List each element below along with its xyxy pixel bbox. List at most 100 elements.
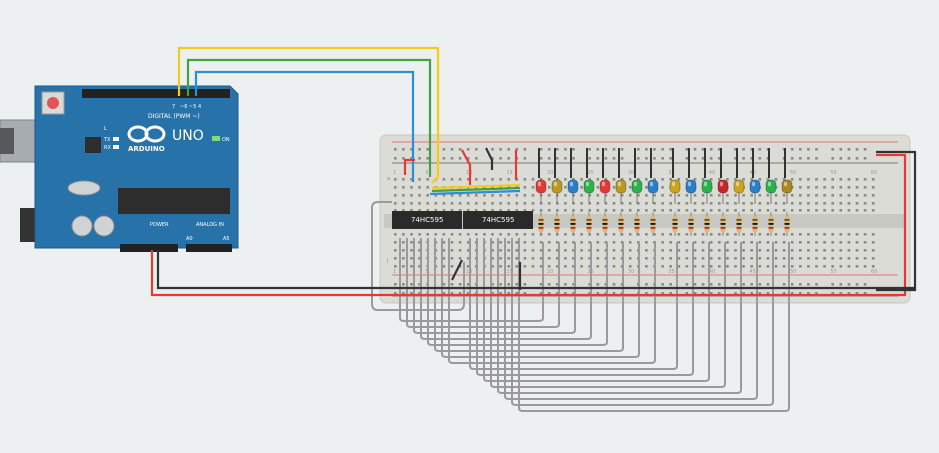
gray-wire[interactable] (490, 238, 726, 388)
breadboard-hole (677, 257, 681, 260)
breadboard-hole (782, 233, 786, 236)
breadboard-hole (766, 209, 770, 212)
led[interactable] (669, 179, 681, 194)
gray-wire[interactable] (518, 238, 790, 412)
breadboard-hole (661, 265, 664, 268)
resistor-band (768, 223, 774, 225)
led[interactable] (749, 179, 761, 194)
wire-rail-black-right[interactable] (876, 150, 917, 288)
gray-wire[interactable] (469, 238, 678, 370)
led[interactable] (535, 179, 547, 194)
arduino-uno-board[interactable]: DIGITAL (PWM ~) 7 ~6 ~5 4 UNO ARDUINO L … (0, 85, 239, 252)
signal-wires[interactable] (150, 46, 917, 297)
breadboard-hole (718, 148, 721, 151)
breadboard-hole (871, 257, 875, 260)
led[interactable] (615, 179, 627, 194)
breadboard-hole (677, 178, 681, 181)
breadboard-hole (685, 178, 689, 181)
reset-button-cap (47, 97, 59, 109)
breadboard-hole (677, 194, 681, 197)
breadboard-hole (823, 233, 826, 236)
breadboard-hole (604, 209, 608, 212)
led[interactable] (717, 179, 729, 194)
breadboard-hole (718, 265, 721, 268)
led[interactable] (781, 179, 793, 194)
breadboard-hole (434, 233, 438, 236)
wire-clock-green[interactable] (186, 58, 432, 177)
breadboard-hole (475, 178, 478, 181)
led[interactable] (685, 179, 697, 194)
wire-blue-jumper[interactable] (429, 189, 521, 196)
led-array[interactable] (535, 179, 793, 204)
breadboard-hole (580, 202, 583, 205)
breadboard-hole (774, 241, 778, 244)
breadboard-hole (515, 148, 519, 151)
breadboard-hole (458, 241, 462, 244)
resistor-array[interactable] (538, 212, 790, 236)
wire-red-chip1-vcc[interactable] (461, 149, 472, 185)
gray-wire[interactable] (399, 238, 544, 322)
gray-wire[interactable] (511, 238, 774, 406)
gray-wire[interactable] (504, 238, 758, 400)
led[interactable] (765, 179, 777, 194)
wire-black-chip1[interactable] (485, 147, 494, 170)
gray-wire[interactable] (413, 238, 576, 334)
led[interactable] (551, 179, 563, 194)
led[interactable] (567, 179, 579, 194)
breadboard-hole (491, 283, 494, 286)
breadboard-hole (847, 241, 851, 244)
breadboard-hole (588, 233, 591, 236)
gray-wire[interactable] (441, 238, 640, 358)
led[interactable] (583, 179, 595, 194)
breadboard-hole (823, 249, 826, 252)
pin-label-4: 4 (198, 104, 201, 110)
breadboard-hole (685, 265, 689, 268)
led[interactable] (733, 179, 745, 194)
wire-green-jumper[interactable] (431, 186, 521, 193)
wire-yellow-jumper[interactable] (431, 183, 521, 190)
breadboard-hole (758, 178, 762, 181)
wire-data-yellow[interactable] (177, 46, 440, 184)
breadboard-hole (564, 202, 567, 205)
gray-wire[interactable] (448, 238, 656, 364)
breadboard-hole (709, 257, 713, 260)
gray-wire[interactable] (476, 238, 694, 376)
breadboard-hole (580, 233, 583, 236)
breadboard-hole (572, 178, 575, 181)
led-ground-wires[interactable] (538, 148, 786, 178)
breadboard-hole (410, 233, 413, 236)
breadboard-hole (596, 292, 600, 295)
breadboard-hole (758, 257, 762, 260)
breadboard-hole (547, 209, 551, 212)
gray-wire-loop[interactable] (371, 201, 465, 311)
resistor-band (554, 219, 560, 221)
breadboard-hole (669, 265, 672, 268)
gray-wire[interactable] (427, 238, 608, 346)
led-highlight (671, 181, 676, 187)
resistor-band (650, 227, 656, 229)
wire-rail-red-short[interactable] (403, 158, 415, 175)
gray-wire[interactable] (434, 238, 624, 352)
breadboard-hole (653, 202, 656, 205)
breadboard-hole (418, 148, 421, 151)
shift-register-2[interactable]: 74HC595 (463, 211, 533, 229)
breadboard-hole (734, 292, 737, 295)
wire-5v-red[interactable] (150, 153, 907, 297)
led[interactable] (599, 179, 611, 194)
breadboard-hole (434, 194, 438, 197)
column-number-top: 20 (547, 170, 553, 176)
breadboard-hole (669, 194, 672, 197)
gray-wire[interactable] (483, 238, 710, 382)
breadboard-hole (556, 249, 559, 252)
led[interactable] (631, 179, 643, 194)
breadboard-hole (515, 233, 519, 236)
shift-register-1[interactable]: 74HC595 (392, 211, 462, 229)
gray-wire[interactable] (497, 238, 742, 394)
led[interactable] (647, 179, 659, 194)
gray-wires[interactable] (371, 201, 790, 412)
wire-latch-blue[interactable] (194, 70, 415, 182)
breadboard-hole (855, 241, 859, 244)
breadboard-hole (499, 157, 502, 160)
wire-black-bottom-1[interactable] (451, 259, 463, 281)
led[interactable] (701, 179, 713, 194)
